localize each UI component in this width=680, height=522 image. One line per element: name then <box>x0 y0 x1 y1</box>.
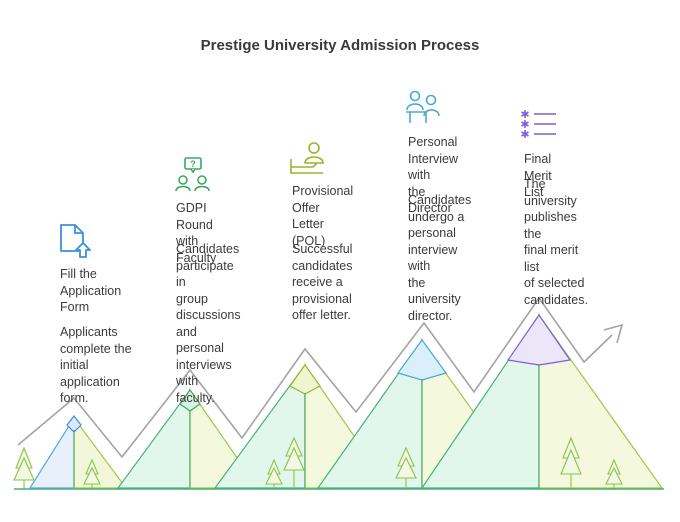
upload-document-icon <box>60 224 91 258</box>
step-description: The university publishes the final merit… <box>524 177 588 307</box>
tree-icon <box>283 436 305 490</box>
tree-icon <box>13 446 35 490</box>
step-description: Candidates undergo a personal interview … <box>408 193 472 323</box>
tree-icon <box>83 458 101 490</box>
step-heading: Final Merit List <box>524 152 552 199</box>
offer-letter-icon <box>290 142 324 174</box>
svg-text:?: ? <box>190 159 196 169</box>
tree-icon <box>560 436 582 490</box>
diagram-title: Prestige University Admission Process <box>200 37 480 54</box>
interview-icon <box>406 90 440 123</box>
step-heading: Provisional Offer Letter (POL) <box>292 184 354 248</box>
tree-icon <box>265 458 283 490</box>
mountain-1 <box>28 415 128 489</box>
step-heading: Fill the Application Form <box>60 267 122 314</box>
tree-icon <box>395 446 417 490</box>
arrow-icon <box>603 323 624 344</box>
progress-outline <box>17 296 613 459</box>
step-heading: Personal Interview with the Director <box>408 135 459 215</box>
step-description: Successful candidates receive a provisio… <box>292 242 353 322</box>
ranked-list-icon <box>521 110 556 138</box>
step-heading: GDPI Round with Faculty <box>176 201 217 265</box>
step-description: Applicants complete the initial applicat… <box>60 325 132 405</box>
group-discussion-icon: ? <box>175 157 210 192</box>
step-description: Candidates participate in group discussi… <box>176 242 241 405</box>
